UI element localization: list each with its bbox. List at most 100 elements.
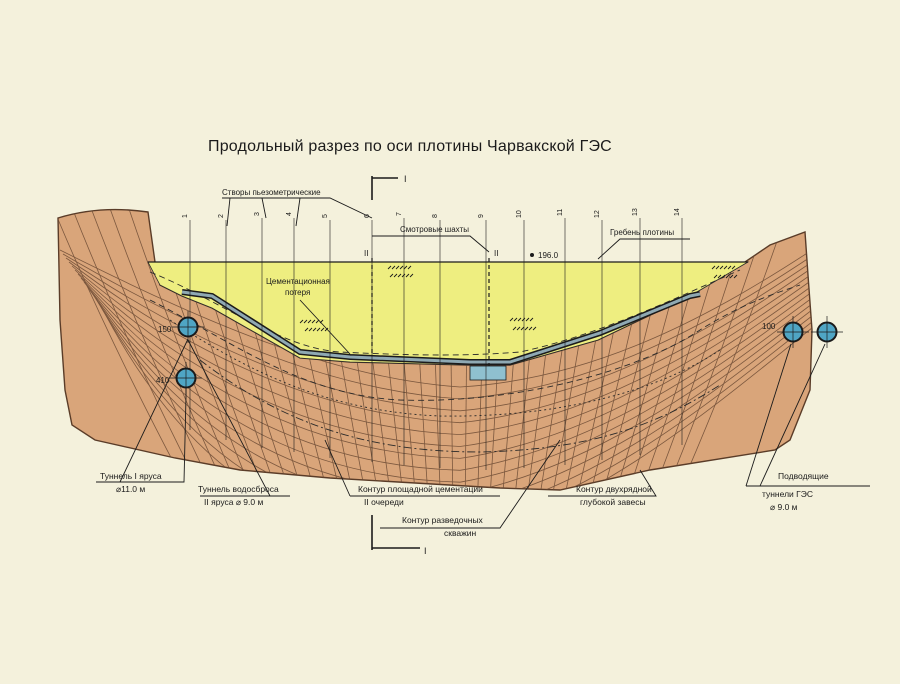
hatch-mark xyxy=(308,327,313,332)
piezometer-number: 14 xyxy=(674,208,681,216)
rock-stratum xyxy=(83,281,812,483)
tunnel-tier-1: 150 xyxy=(158,311,204,343)
hatch-mark xyxy=(395,265,400,270)
hatch-mark xyxy=(711,265,716,270)
label-supply-line2: туннели ГЭС xyxy=(762,489,813,499)
hatch-mark xyxy=(529,317,534,322)
hatch-mark xyxy=(727,265,732,270)
hatch-mark xyxy=(532,326,537,331)
hatch-mark xyxy=(393,273,398,278)
hatch-mark xyxy=(512,326,517,331)
piezometer-number: 7 xyxy=(396,212,403,216)
piezometer-number: 9 xyxy=(478,214,485,218)
outer-dashed-contour xyxy=(149,284,801,401)
label-supply-line1: Подводящие xyxy=(778,471,829,481)
piezometer-number: 12 xyxy=(594,210,601,218)
hatch-mark xyxy=(723,265,728,270)
label-inspection-shafts: Смотровые шахты xyxy=(400,225,469,234)
hatch-mark xyxy=(513,317,518,322)
label-spillway-line2: II яруса ⌀ 9.0 м xyxy=(204,497,263,507)
inspection-gallery-block xyxy=(469,365,507,381)
hatch-mark xyxy=(303,319,308,324)
label-curtain-line1: Контур двухрядной xyxy=(576,484,652,494)
dam-lining-inner xyxy=(181,290,701,364)
label-spillway-line1: Туннель водосброса xyxy=(198,484,279,494)
hatch-mark xyxy=(397,273,402,278)
hatch-mark xyxy=(521,317,526,322)
rock-stratum xyxy=(68,261,812,424)
label-supply-line3: ⌀ 9.0 м xyxy=(770,502,798,512)
elevation-label: 196.0 xyxy=(538,251,559,260)
section-mark-top: I xyxy=(404,174,407,184)
hatch-mark xyxy=(520,326,525,331)
hatch-mark xyxy=(719,265,724,270)
piezometer-number: 2 xyxy=(218,214,225,218)
curtain-contour xyxy=(199,359,721,453)
hatch-mark xyxy=(524,326,529,331)
section-mark-ii-left: II xyxy=(364,249,368,258)
rock-stratum xyxy=(95,297,812,491)
rock-joint xyxy=(106,209,231,491)
hatch-mark xyxy=(324,327,329,332)
piezometer-number: 11 xyxy=(557,209,564,216)
reservoir-fill xyxy=(147,261,750,366)
diagram-title: Продольный разрез по оси плотины Чарвакс… xyxy=(208,138,612,155)
piezometer-number: 10 xyxy=(516,210,523,218)
section-mark-bottom: I xyxy=(424,546,427,556)
hatch-mark xyxy=(389,273,394,278)
hatch-mark xyxy=(320,327,325,332)
rock-stratum xyxy=(59,249,812,388)
section-marker-bottom: I xyxy=(371,515,427,556)
piezometer-number: 3 xyxy=(254,212,261,216)
leader-lines xyxy=(96,197,870,529)
hatch-mark xyxy=(304,327,309,332)
rock-stratum xyxy=(86,285,812,491)
rock-stratum xyxy=(92,293,812,491)
hatch-mark xyxy=(721,274,726,279)
label-cement-loss-1: Цементационная xyxy=(266,277,330,286)
section-mark-ii-right: II xyxy=(494,249,498,258)
cement-loss-hatches xyxy=(299,265,738,332)
section-marker-top: I xyxy=(371,174,407,200)
rock-joint xyxy=(87,209,219,491)
hatch-mark xyxy=(401,273,406,278)
label-tunnel1-line1: Туннель I яруса xyxy=(100,471,162,481)
hatch-mark xyxy=(399,265,404,270)
tunnel-elevation-150: 150 xyxy=(158,325,172,334)
rock-stratum xyxy=(89,289,812,491)
hatch-mark xyxy=(715,265,720,270)
label-exploratory-line1: Контур разведочных xyxy=(402,515,484,525)
hatch-mark xyxy=(409,273,414,278)
label-curtain-line2: глубокой завесы xyxy=(580,497,646,507)
hatch-mark xyxy=(407,265,412,270)
tunnel-spillway: 410 xyxy=(156,362,202,394)
hatch-mark xyxy=(403,265,408,270)
tunnel-supply-2 xyxy=(811,316,843,348)
piezometer-number: 13 xyxy=(632,208,639,216)
hatch-mark xyxy=(509,317,514,322)
hatch-mark xyxy=(387,265,392,270)
piezometer-number: 5 xyxy=(322,214,329,218)
label-area-cement-line2: II очереди xyxy=(364,497,404,507)
hatch-mark xyxy=(729,274,734,279)
tunnel-elevation-100: 100 xyxy=(762,322,776,331)
hatch-mark xyxy=(405,273,410,278)
label-cement-loss-2: потеря xyxy=(285,288,310,297)
hatch-mark xyxy=(307,319,312,324)
hatch-mark xyxy=(713,274,718,279)
label-tunnel1-line2: ⌀11.0 м xyxy=(116,484,145,494)
piezometer-number: 8 xyxy=(432,214,439,218)
hatch-mark xyxy=(717,274,722,279)
hatch-mark xyxy=(725,274,730,279)
rock-stratum xyxy=(71,265,812,436)
hatch-mark xyxy=(312,327,317,332)
rock-stratum xyxy=(98,301,812,491)
rock-joint xyxy=(125,209,244,491)
hatch-mark xyxy=(731,265,736,270)
hatch-mark xyxy=(299,319,304,324)
hatch-mark xyxy=(391,265,396,270)
piezometer-number: 1 xyxy=(182,214,189,218)
hatch-mark xyxy=(517,317,522,322)
hatch-mark xyxy=(733,274,738,279)
